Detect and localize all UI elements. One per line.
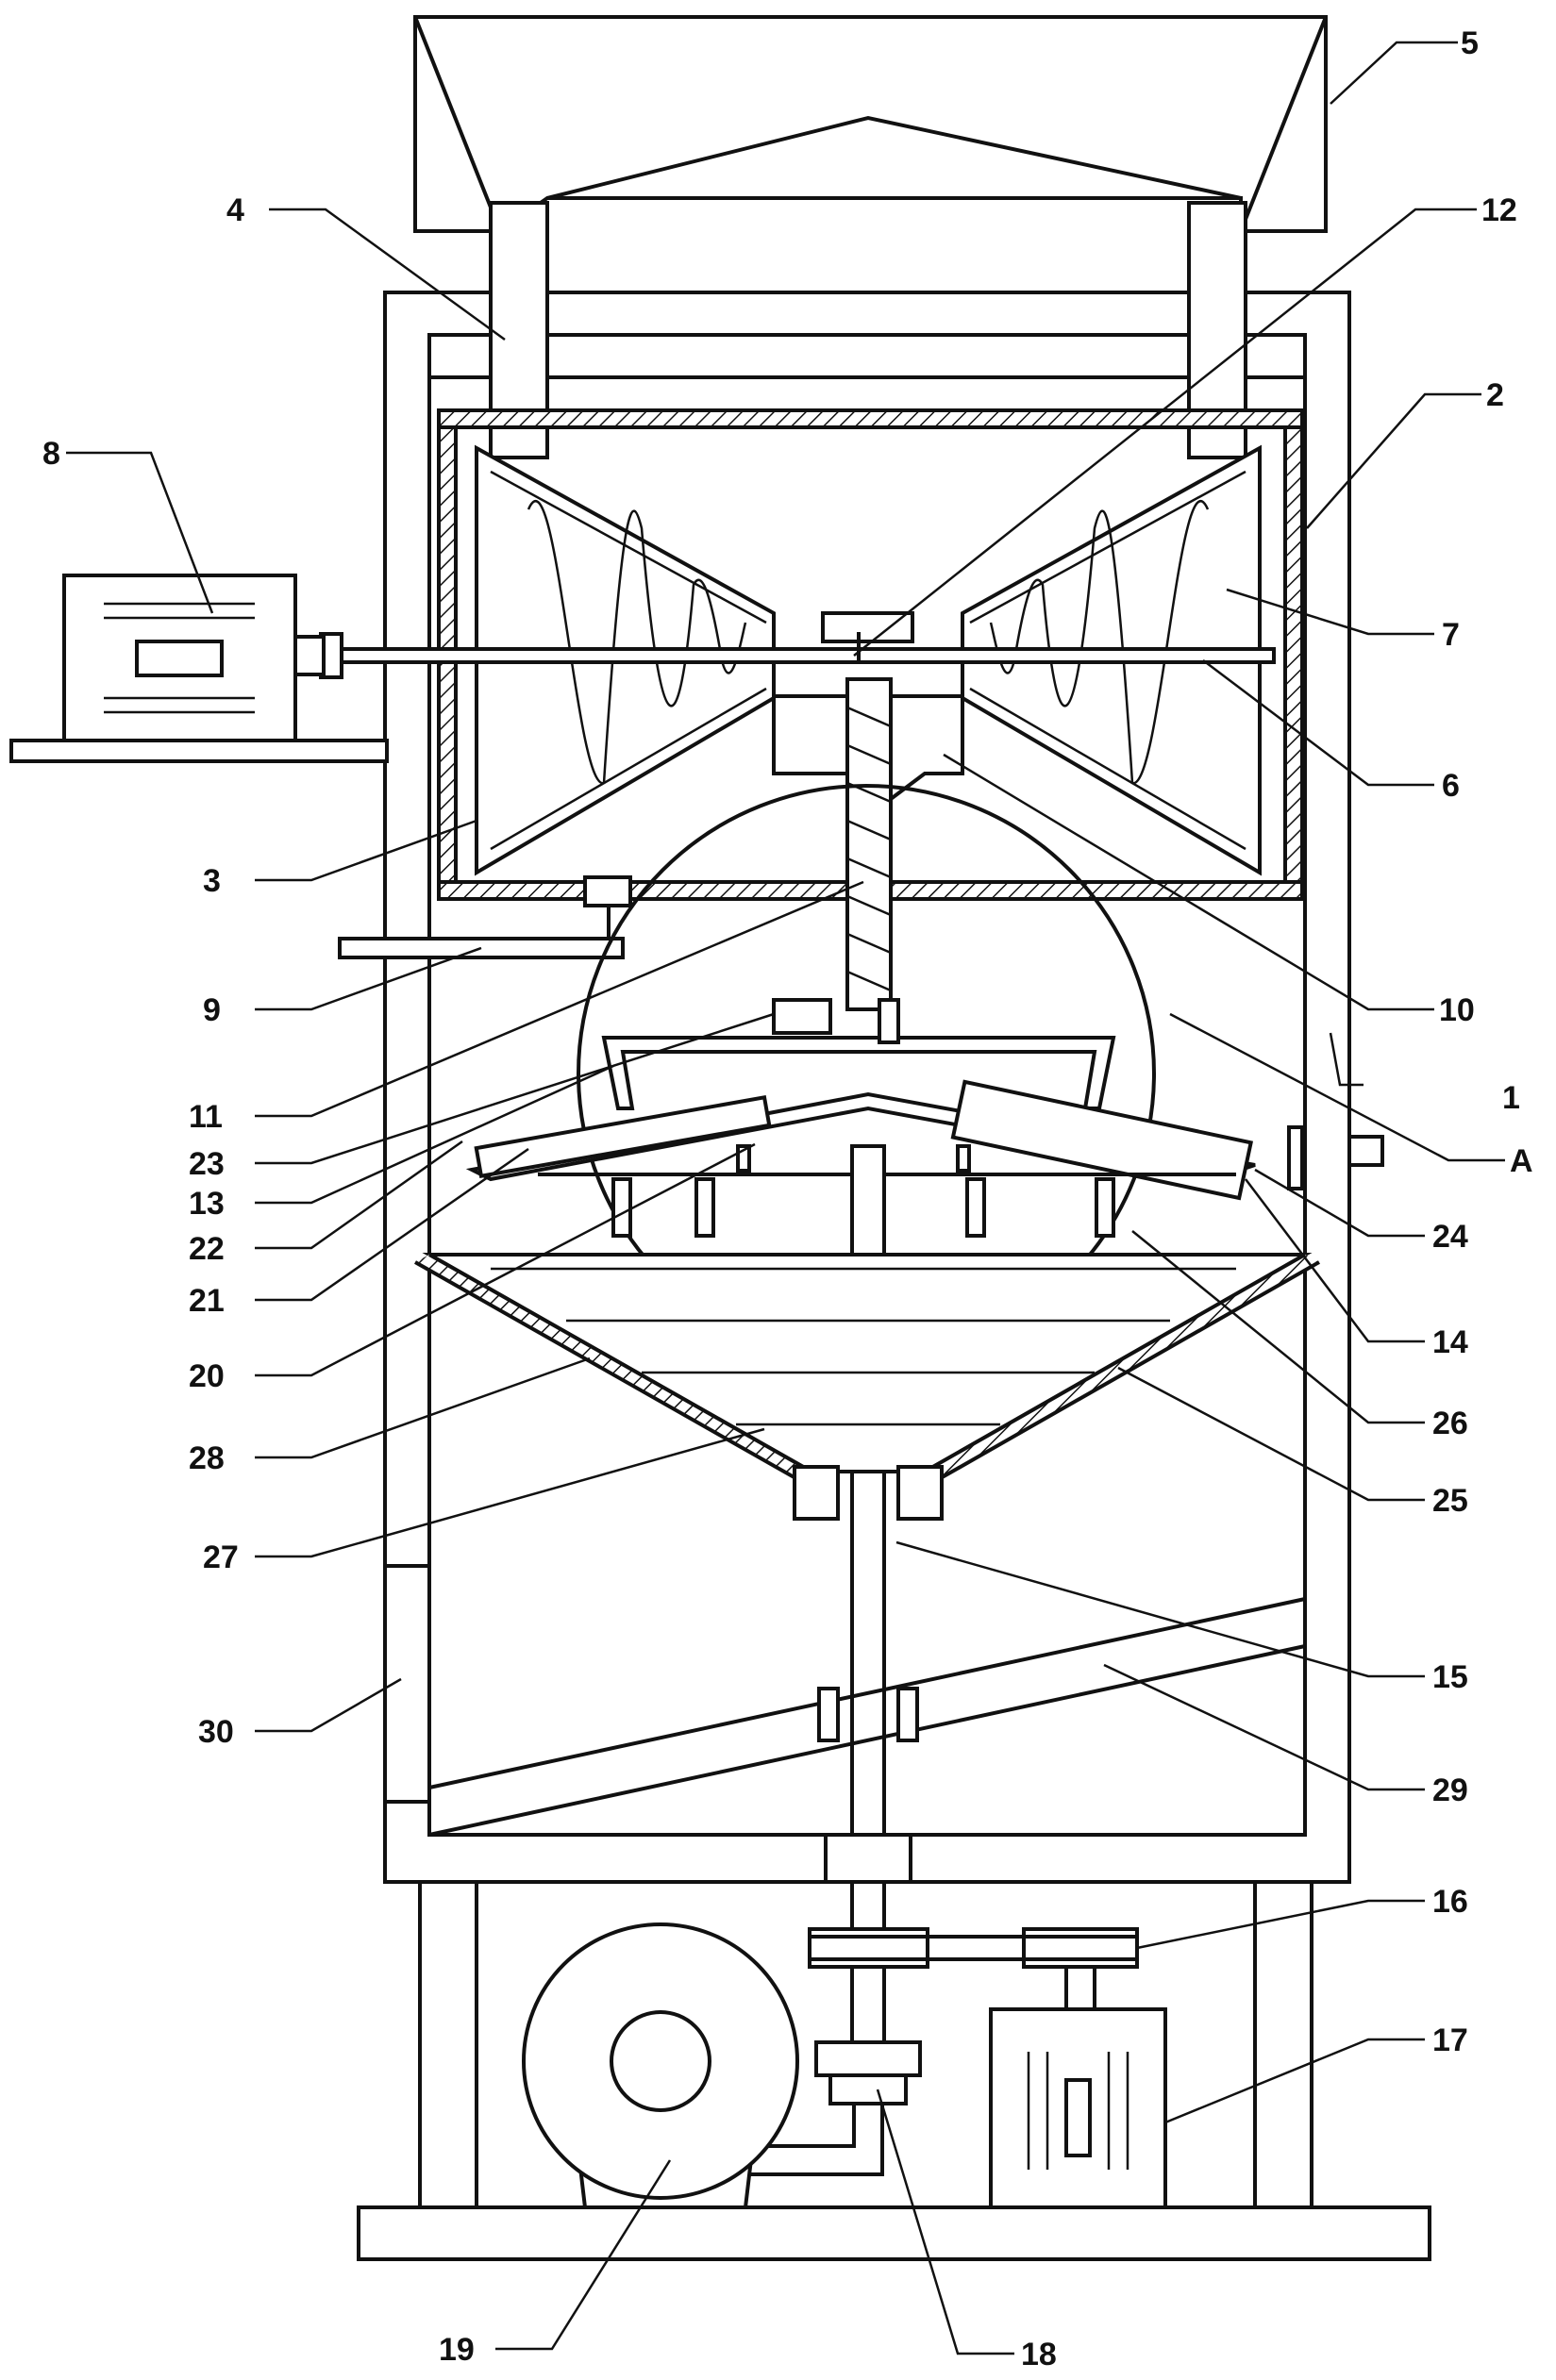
label-16: 16 [1432,1884,1468,1920]
rotary-table [465,998,1384,1238]
blower [522,1922,799,2209]
label-23: 23 [189,1146,225,1182]
part-labels: 5 4 12 2 8 7 6 3 10 9 11 1 23 A 13 22 24… [42,25,1533,2372]
label-25: 25 [1432,1483,1468,1519]
label-5: 5 [1461,25,1479,61]
label-10: 10 [1439,992,1475,1028]
leader-lines [66,41,1505,2355]
label-6: 6 [1442,768,1460,804]
label-21: 21 [189,1283,225,1319]
label-20: 20 [189,1358,225,1394]
motor-17 [989,2007,1167,2209]
label-17: 17 [1432,2022,1468,2058]
label-8: 8 [42,436,60,472]
label-2: 2 [1486,377,1504,413]
belt-drive [808,1927,1139,2011]
label-28: 28 [189,1440,225,1476]
label-7: 7 [1442,617,1460,653]
label-30: 30 [198,1714,234,1750]
label-1: 1 [1502,1080,1520,1116]
label-26: 26 [1432,1406,1468,1441]
label-22: 22 [189,1231,225,1267]
label-11: 11 [189,1099,223,1135]
label-9: 9 [203,992,221,1028]
label-3: 3 [203,863,221,899]
horizontal-shaft [319,632,1276,679]
rotary-joint [741,2040,922,2176]
motor-8 [9,574,389,763]
label-15: 15 [1432,1659,1468,1695]
label-27: 27 [203,1540,239,1575]
collecting-cone [414,1253,1320,1521]
base [357,1833,1431,2261]
label-4: 4 [226,192,244,228]
spiral-blade-right [989,499,1210,785]
vertical-screw [845,677,893,1011]
label-29: 29 [1432,1773,1468,1808]
inclined-screen [428,1597,1306,1837]
spiral-blade-left [527,499,747,785]
label-a: A [1510,1143,1533,1179]
label-12: 12 [1481,192,1517,228]
label-24: 24 [1432,1219,1468,1255]
label-18: 18 [1021,2337,1057,2372]
hopper [413,15,1328,233]
label-13: 13 [189,1186,225,1222]
label-14: 14 [1432,1324,1468,1360]
label-19: 19 [439,2332,475,2368]
